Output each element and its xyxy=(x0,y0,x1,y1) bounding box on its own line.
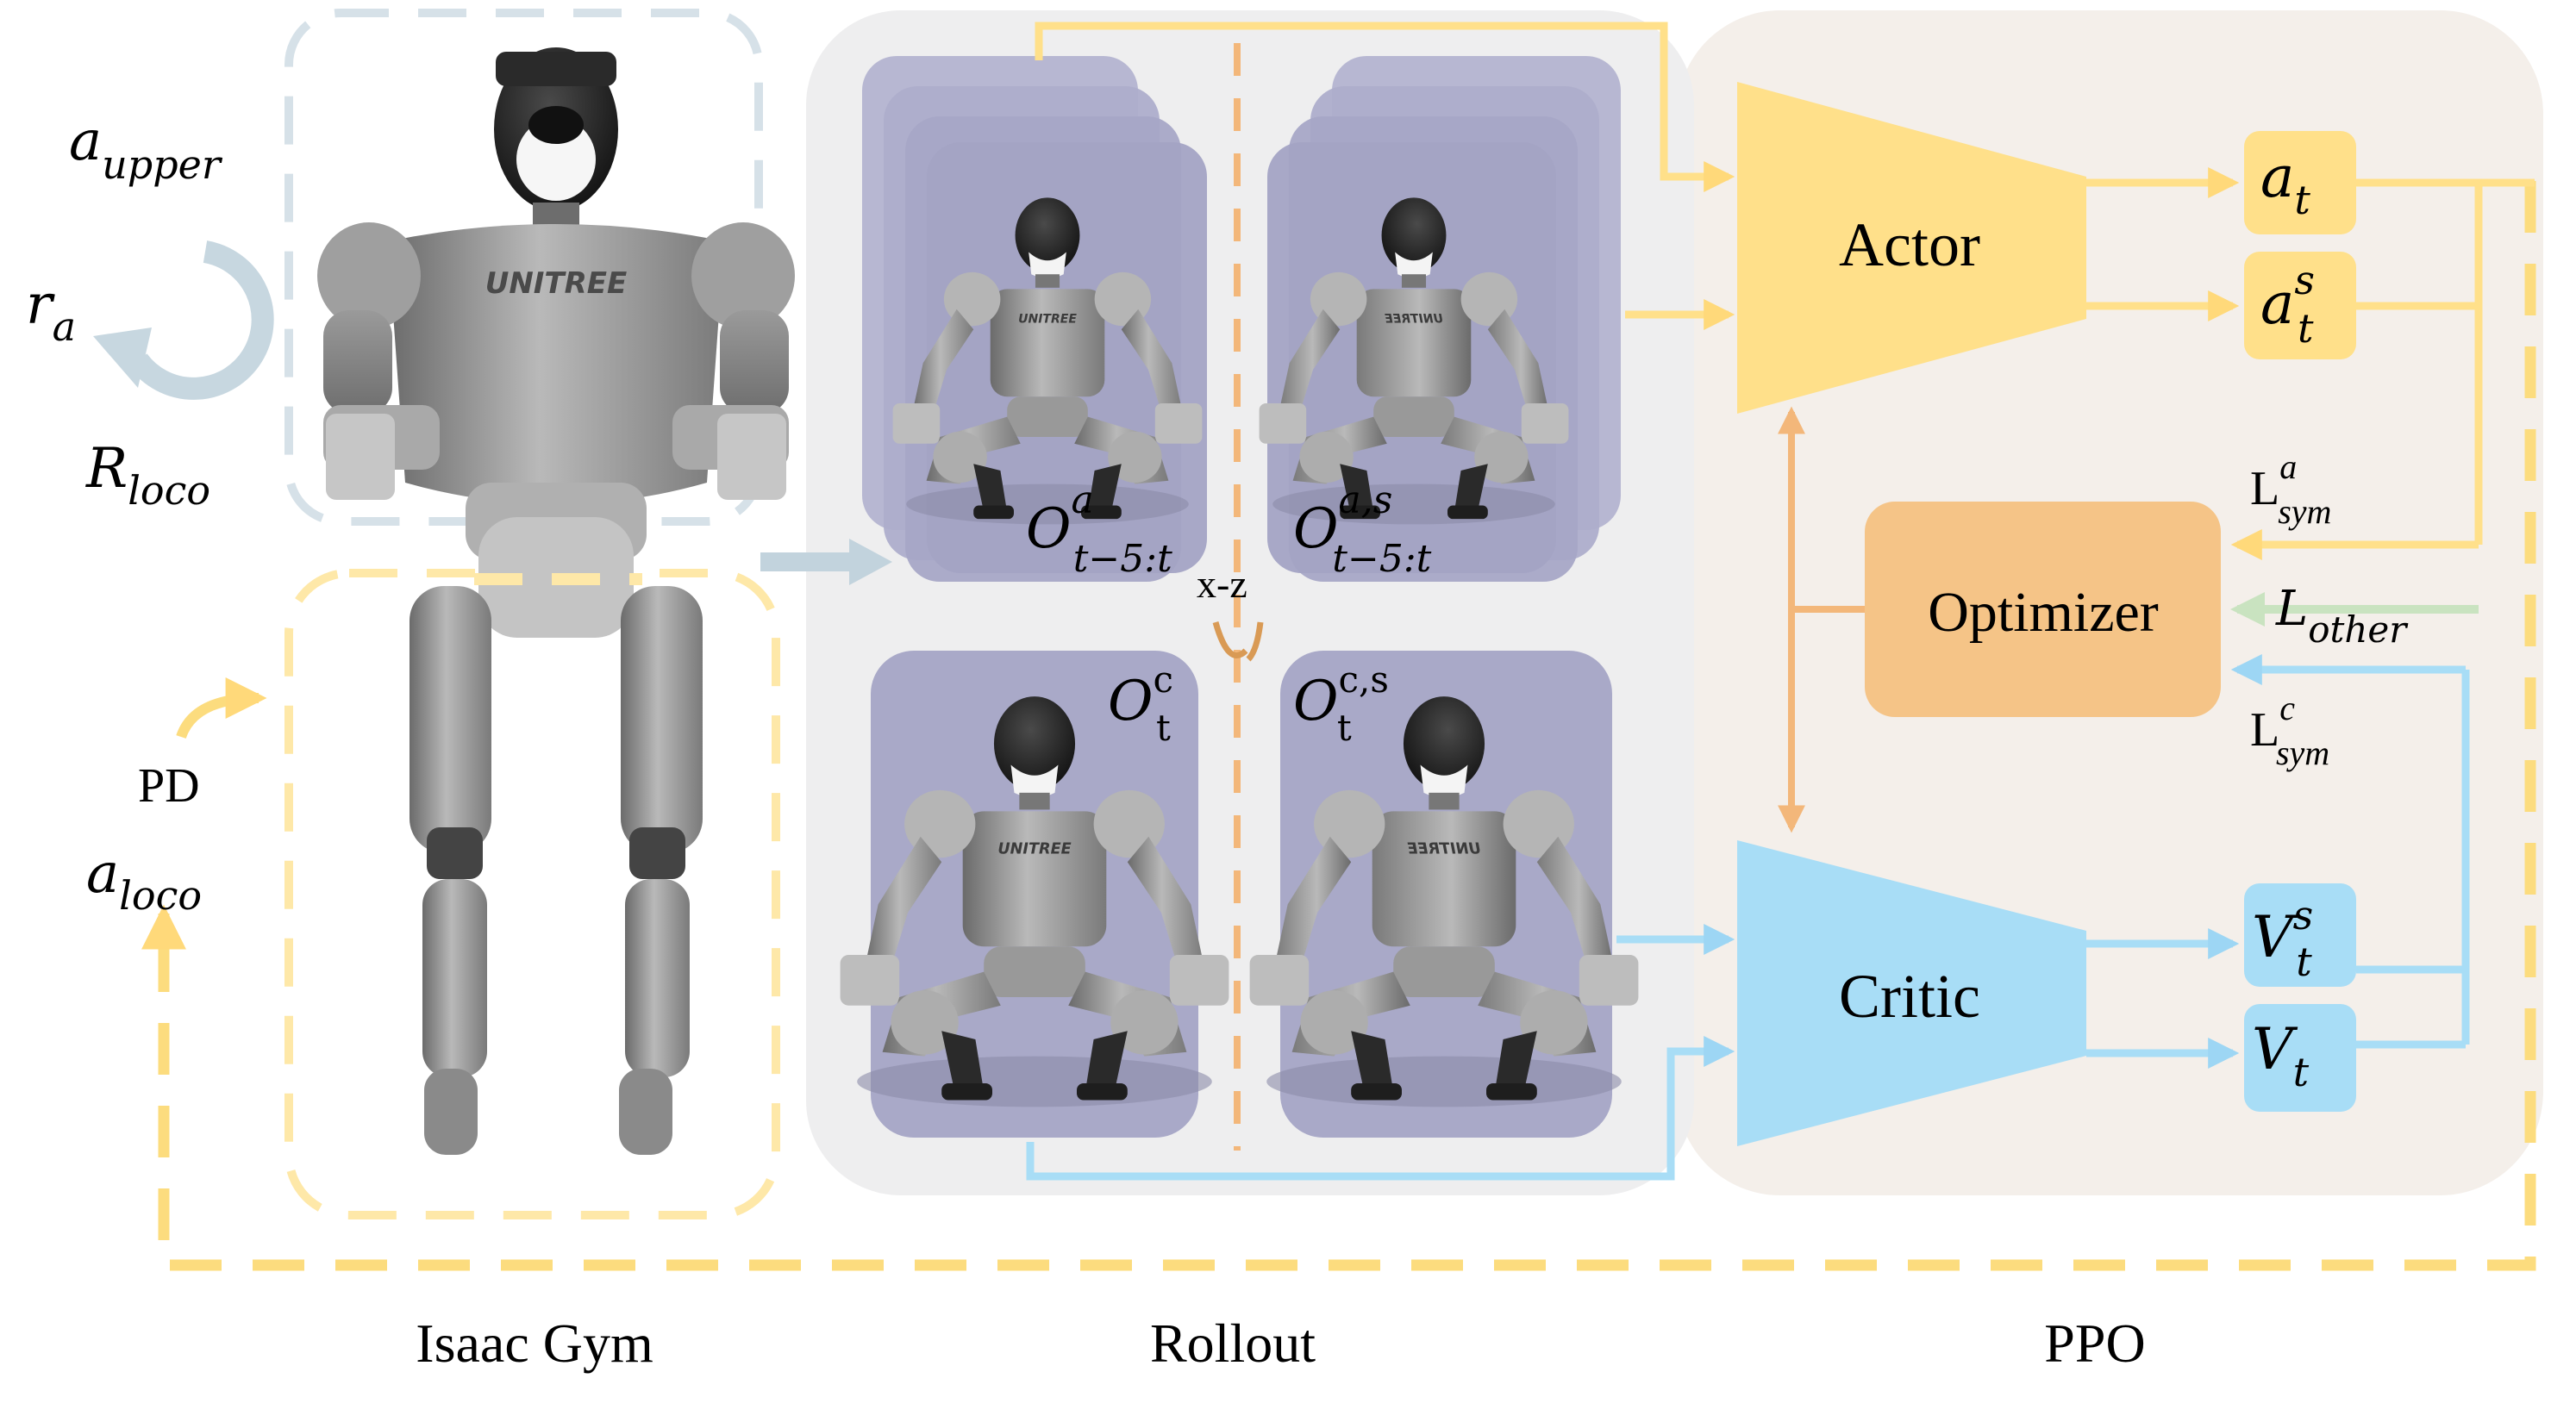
reward-cycle-arrow xyxy=(128,240,274,400)
pd-label: PD xyxy=(138,759,200,813)
actor-obs-stack xyxy=(862,56,1207,582)
r-a-label: ra xyxy=(26,273,76,350)
actor-label: Actor xyxy=(1839,210,1980,279)
svg-text:UNITREE: UNITREE xyxy=(485,266,628,301)
V-t-label: Vt xyxy=(2252,1016,2310,1095)
critic-obs-panel xyxy=(840,651,1229,1138)
a-loco-label: aloco xyxy=(86,842,202,919)
a-upper-label: aupper xyxy=(69,109,223,188)
mirror-label: x-z xyxy=(1197,562,1247,606)
a-t-s-box xyxy=(2244,252,2356,359)
critic-label: Critic xyxy=(1839,962,1980,1031)
rollout-top-to-actor-line xyxy=(1035,22,1735,192)
standing-robot: UNITREE xyxy=(317,47,795,1155)
critic-obs-sym-panel xyxy=(1249,651,1639,1138)
critic-network xyxy=(1737,840,2086,1146)
section-title-rollout: Rollout xyxy=(1150,1313,1316,1374)
L-other-label: Lother xyxy=(2275,581,2409,651)
pd-to-lower-arrow xyxy=(176,677,267,739)
actor-obs-sym-stack xyxy=(1259,56,1621,582)
actor-network xyxy=(1737,82,2086,414)
rollout-bottom-to-critic-line xyxy=(1026,1036,1735,1181)
R-loco-label: Rloco xyxy=(85,437,210,514)
V-t-box xyxy=(2244,1004,2356,1112)
section-title-ppo: PPO xyxy=(2044,1313,2145,1374)
a-t-box xyxy=(2244,131,2356,234)
optimizer-box xyxy=(1865,502,2221,717)
section-title-isaac: Isaac Gym xyxy=(416,1313,653,1374)
mirror-rotation-icon-2 xyxy=(1246,621,1264,662)
sim-to-rollout-arrowhead xyxy=(849,539,892,585)
a-t-label: at xyxy=(2260,144,2310,223)
optimizer-label: Optimizer xyxy=(1928,581,2159,644)
reward-cycle-arrowhead xyxy=(93,327,152,388)
feedback-loop-dashed xyxy=(158,181,2536,1271)
mirror-rotation-icon xyxy=(1212,621,1248,658)
V-t-s-box xyxy=(2244,883,2356,987)
lower-body-dashed-box xyxy=(284,569,780,1219)
